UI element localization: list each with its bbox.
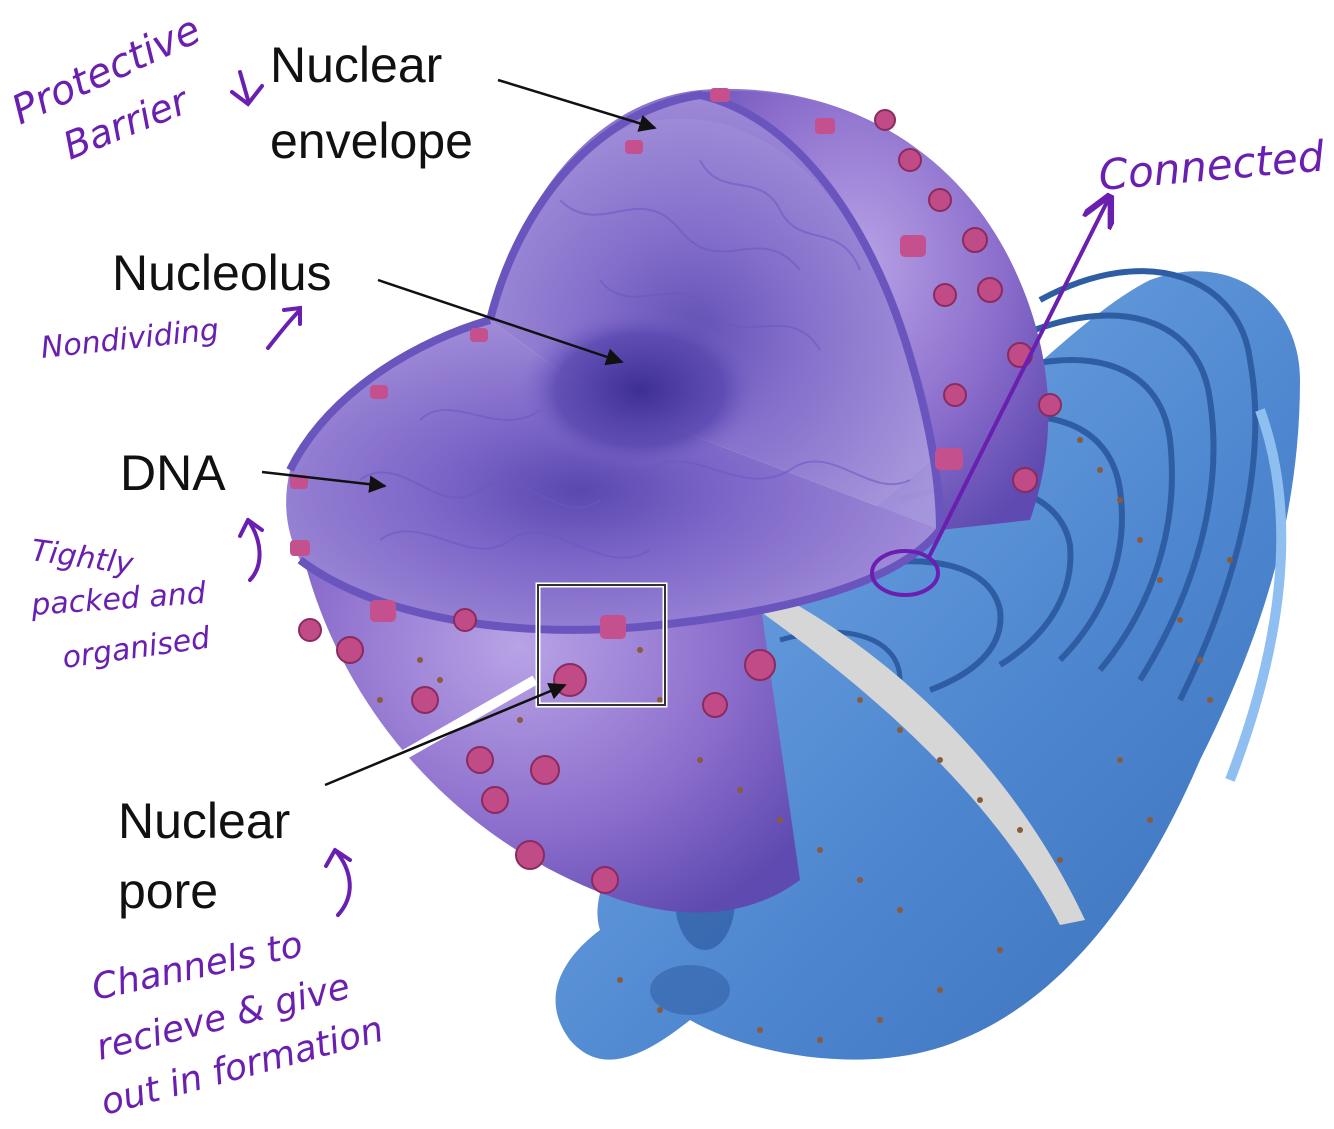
nuclear-envelope-label-2: envelope — [270, 113, 473, 169]
dna-fibers — [359, 159, 911, 559]
nucleolus-shape — [520, 310, 760, 470]
annotation-nondividing: Nondividing — [39, 312, 220, 365]
annotation-marks — [230, 70, 1108, 917]
pore-rosettes — [298, 109, 1062, 894]
dna-arrow — [238, 518, 264, 538]
nondividing-arrow — [266, 305, 302, 350]
connected-circle — [870, 549, 940, 597]
zoom-box — [537, 584, 666, 706]
pore-arrow — [324, 848, 352, 917]
nuclear-pores — [290, 88, 963, 639]
annotation-dna-1: Tightly — [29, 533, 137, 582]
annotation-dna-3: organised — [60, 620, 213, 675]
nucleus — [286, 88, 1062, 913]
nuclear-pore-label-2: pore — [118, 863, 218, 919]
protective-arrow — [230, 70, 264, 107]
nuclear-pore-label-1: Nuclear — [118, 793, 290, 849]
zoom-callout-white — [357, 675, 538, 785]
nucleolus-label: Nucleolus — [112, 245, 332, 301]
annotation-dna-2: packed and — [29, 576, 208, 623]
dna-label: DNA — [120, 445, 226, 501]
ribosomes — [377, 437, 1233, 1043]
annotation-connected: Connected — [1097, 131, 1327, 200]
connected-arrow — [928, 200, 1108, 557]
label-arrows — [261, 78, 657, 787]
nuclear-envelope-label-1: Nuclear — [270, 37, 442, 93]
